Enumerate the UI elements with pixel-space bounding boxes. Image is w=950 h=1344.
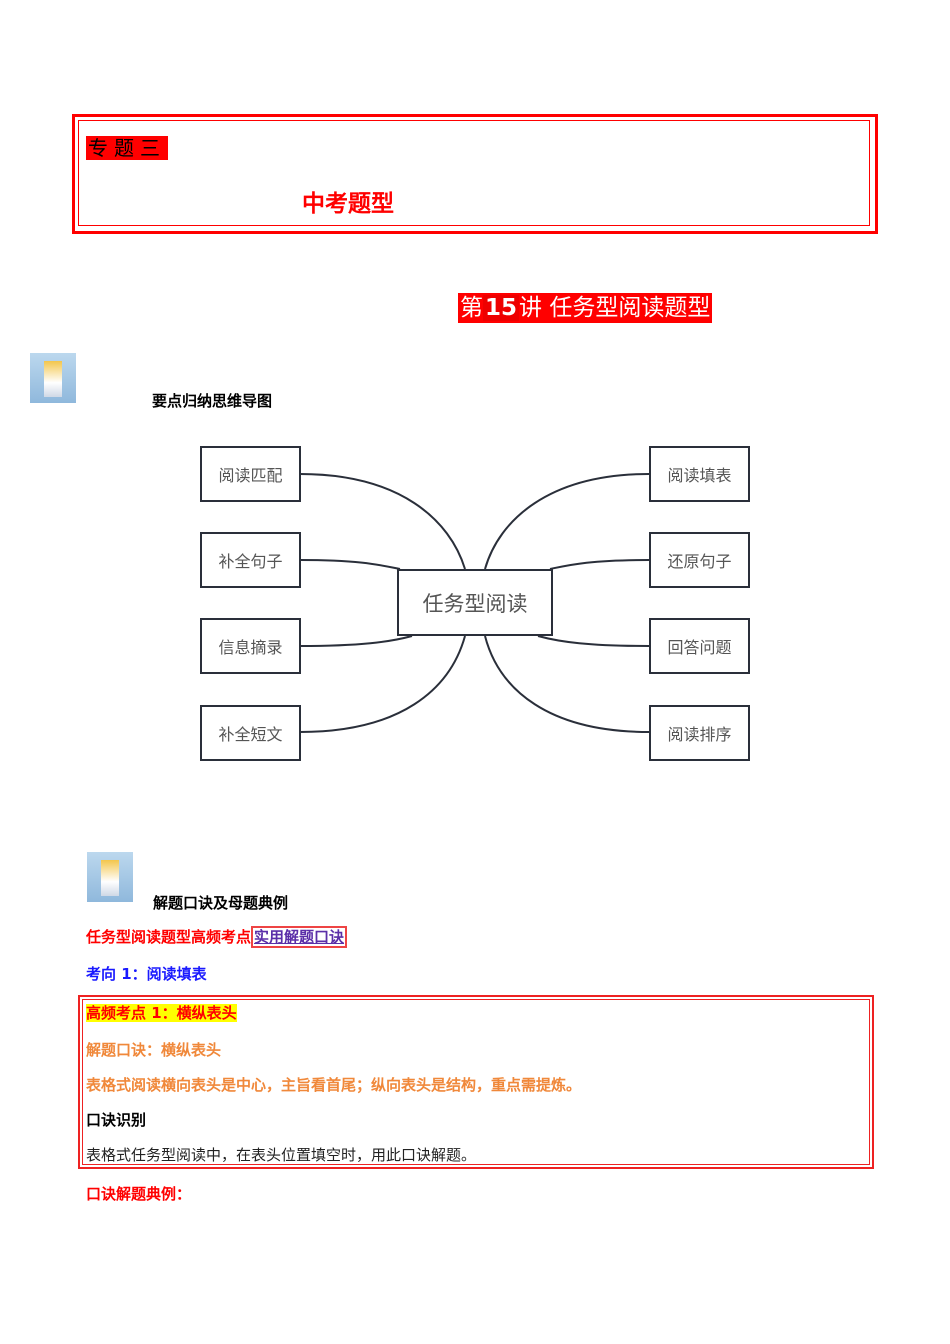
topic-label: 专题三 (86, 136, 168, 160)
book-icon (30, 353, 76, 403)
formula-link[interactable]: 实用解题口诀 (251, 926, 348, 948)
connector-3 (299, 635, 413, 647)
key-point-title: 高频考点 1：横纵表头 (86, 1002, 237, 1023)
identify-title: 口诀识别 (86, 1111, 147, 1129)
lecture-title: 第15讲 任务型阅读题型 (458, 293, 713, 323)
mindmap-node: 还原句子 (649, 532, 750, 588)
book-icon (87, 852, 133, 902)
mindmap-connectors (299, 473, 650, 733)
lecture-number: 15 (483, 295, 520, 321)
connector-4 (299, 635, 466, 733)
topic-frame-inner (78, 120, 870, 226)
key-point-title-text: 高频考点 1：横纵表头 (86, 1004, 237, 1022)
mindmap-center: 任务型阅读 (397, 569, 553, 636)
connector-6 (549, 559, 650, 570)
intro-line: 任务型阅读题型高频考点实用解题口诀 (86, 926, 348, 948)
mindmap-node: 阅读填表 (649, 446, 750, 502)
intro-text: 任务型阅读题型高频考点 (86, 928, 252, 946)
formula-label: 解题口诀：横纵表头 (86, 1041, 222, 1059)
example-title: 口诀解题典例： (86, 1185, 192, 1203)
mindmap-node: 补全短文 (200, 705, 301, 761)
mindmap-node: 阅读匹配 (200, 446, 301, 502)
identify-text: 表格式任务型阅读中，在表头位置填空时，用此口诀解题。 (86, 1146, 477, 1164)
connector-1 (299, 473, 466, 570)
lecture-prefix: 第 (460, 295, 483, 321)
mindmap-node: 信息摘录 (200, 618, 301, 674)
key-point-box (78, 995, 874, 1169)
section-title-formula: 解题口诀及母题典例 (153, 894, 289, 912)
mindmap-node: 阅读排序 (649, 705, 750, 761)
lecture-suffix: 讲 任务型阅读题型 (519, 295, 711, 321)
topic-frame (72, 114, 878, 234)
connector-7 (537, 635, 650, 647)
section-title-mindmap: 要点归纳思维导图 (152, 392, 273, 410)
connector-8 (484, 635, 650, 733)
mindmap-node: 补全句子 (200, 532, 301, 588)
connector-2 (299, 559, 401, 570)
mindmap-node: 回答问题 (649, 618, 750, 674)
connector-5 (484, 473, 650, 570)
exam-type: 中考题型 (302, 191, 394, 217)
direction-heading: 考向 1：阅读填表 (86, 965, 207, 983)
formula-text: 表格式阅读横向表头是中心，主旨看首尾；纵向表头是结构，重点需提炼。 (86, 1076, 582, 1094)
